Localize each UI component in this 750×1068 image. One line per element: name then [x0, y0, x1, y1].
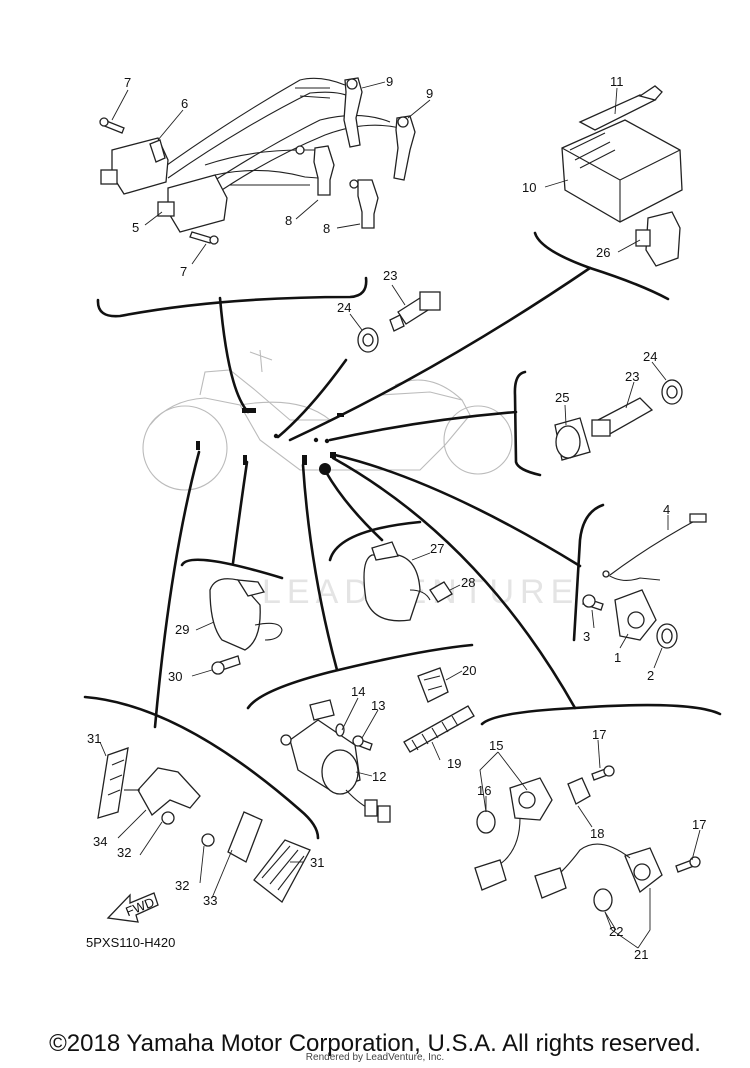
callout-19: 19: [447, 756, 461, 771]
callout-15: 15: [489, 738, 503, 753]
ignition-coil-assembly: [99, 77, 416, 245]
callout-23a: 23: [383, 268, 397, 283]
ecu-assembly: [561, 85, 683, 267]
callout-14: 14: [351, 684, 365, 699]
callout-29: 29: [175, 622, 189, 637]
callout-24a: 24: [337, 300, 351, 315]
callout-20: 20: [462, 663, 476, 678]
temp-sensor-right: [554, 379, 683, 461]
callout-5: 5: [132, 220, 139, 235]
callout-9b: 9: [426, 86, 433, 101]
horn-assembly-right: [363, 541, 453, 622]
horn-assembly-left: [209, 578, 283, 675]
callout-12: 12: [372, 769, 386, 784]
callout-8a: 8: [285, 213, 292, 228]
temp-sensor-top: [357, 291, 441, 353]
copyright-footer: ©2018 Yamaha Motor Corporation, U.S.A. A…: [49, 1030, 701, 1057]
drawing-code: 5PXS110-H420: [86, 935, 175, 950]
callout-2: 2: [647, 668, 654, 683]
speed-sensor-assembly: [582, 513, 707, 649]
callout-34: 34: [93, 834, 107, 849]
callout-17a: 17: [592, 727, 606, 742]
callout-26: 26: [596, 245, 610, 260]
callout-13: 13: [371, 698, 385, 713]
callout-7b: 7: [180, 264, 187, 279]
callout-3: 3: [583, 629, 590, 644]
callout-8b: 8: [323, 221, 330, 236]
callout-16: 16: [477, 783, 491, 798]
callout-28: 28: [461, 575, 475, 590]
leader-lines: [99, 81, 701, 949]
callout-7a: 7: [124, 75, 131, 90]
callout-17b: 17: [692, 817, 706, 832]
callout-11: 11: [610, 74, 624, 89]
callout-9a: 9: [386, 74, 393, 89]
callout-31a: 31: [87, 731, 101, 746]
callout-23b: 23: [625, 369, 639, 384]
callout-4: 4: [663, 502, 670, 517]
callout-18: 18: [590, 826, 604, 841]
callout-32b: 32: [175, 878, 189, 893]
rendered-by-text: Rendered by LeadVenture, Inc.: [305, 1052, 445, 1063]
callout-24b: 24: [643, 349, 657, 364]
crank-sensor-assembly: [474, 765, 701, 912]
callout-6: 6: [181, 96, 188, 111]
callout-22: 22: [609, 924, 623, 939]
group-brackets: [83, 231, 722, 840]
callout-32a: 32: [117, 845, 131, 860]
callout-30: 30: [168, 669, 182, 684]
location-markers: [196, 408, 344, 475]
callout-21: 21: [634, 947, 648, 962]
starter-motor-assembly: [280, 667, 475, 823]
callout-1: 1: [614, 650, 621, 665]
callout-33: 33: [203, 893, 217, 908]
callout-25: 25: [555, 390, 569, 405]
callout-labels: 1 2 3 4 5 6 7 7 8 8 9 9 10 11 12 13 14 1…: [86, 74, 706, 962]
callout-27: 27: [430, 541, 444, 556]
callout-31b: 31: [310, 855, 324, 870]
callout-10: 10: [522, 180, 536, 195]
footrest-assembly: FWD: [97, 747, 311, 923]
